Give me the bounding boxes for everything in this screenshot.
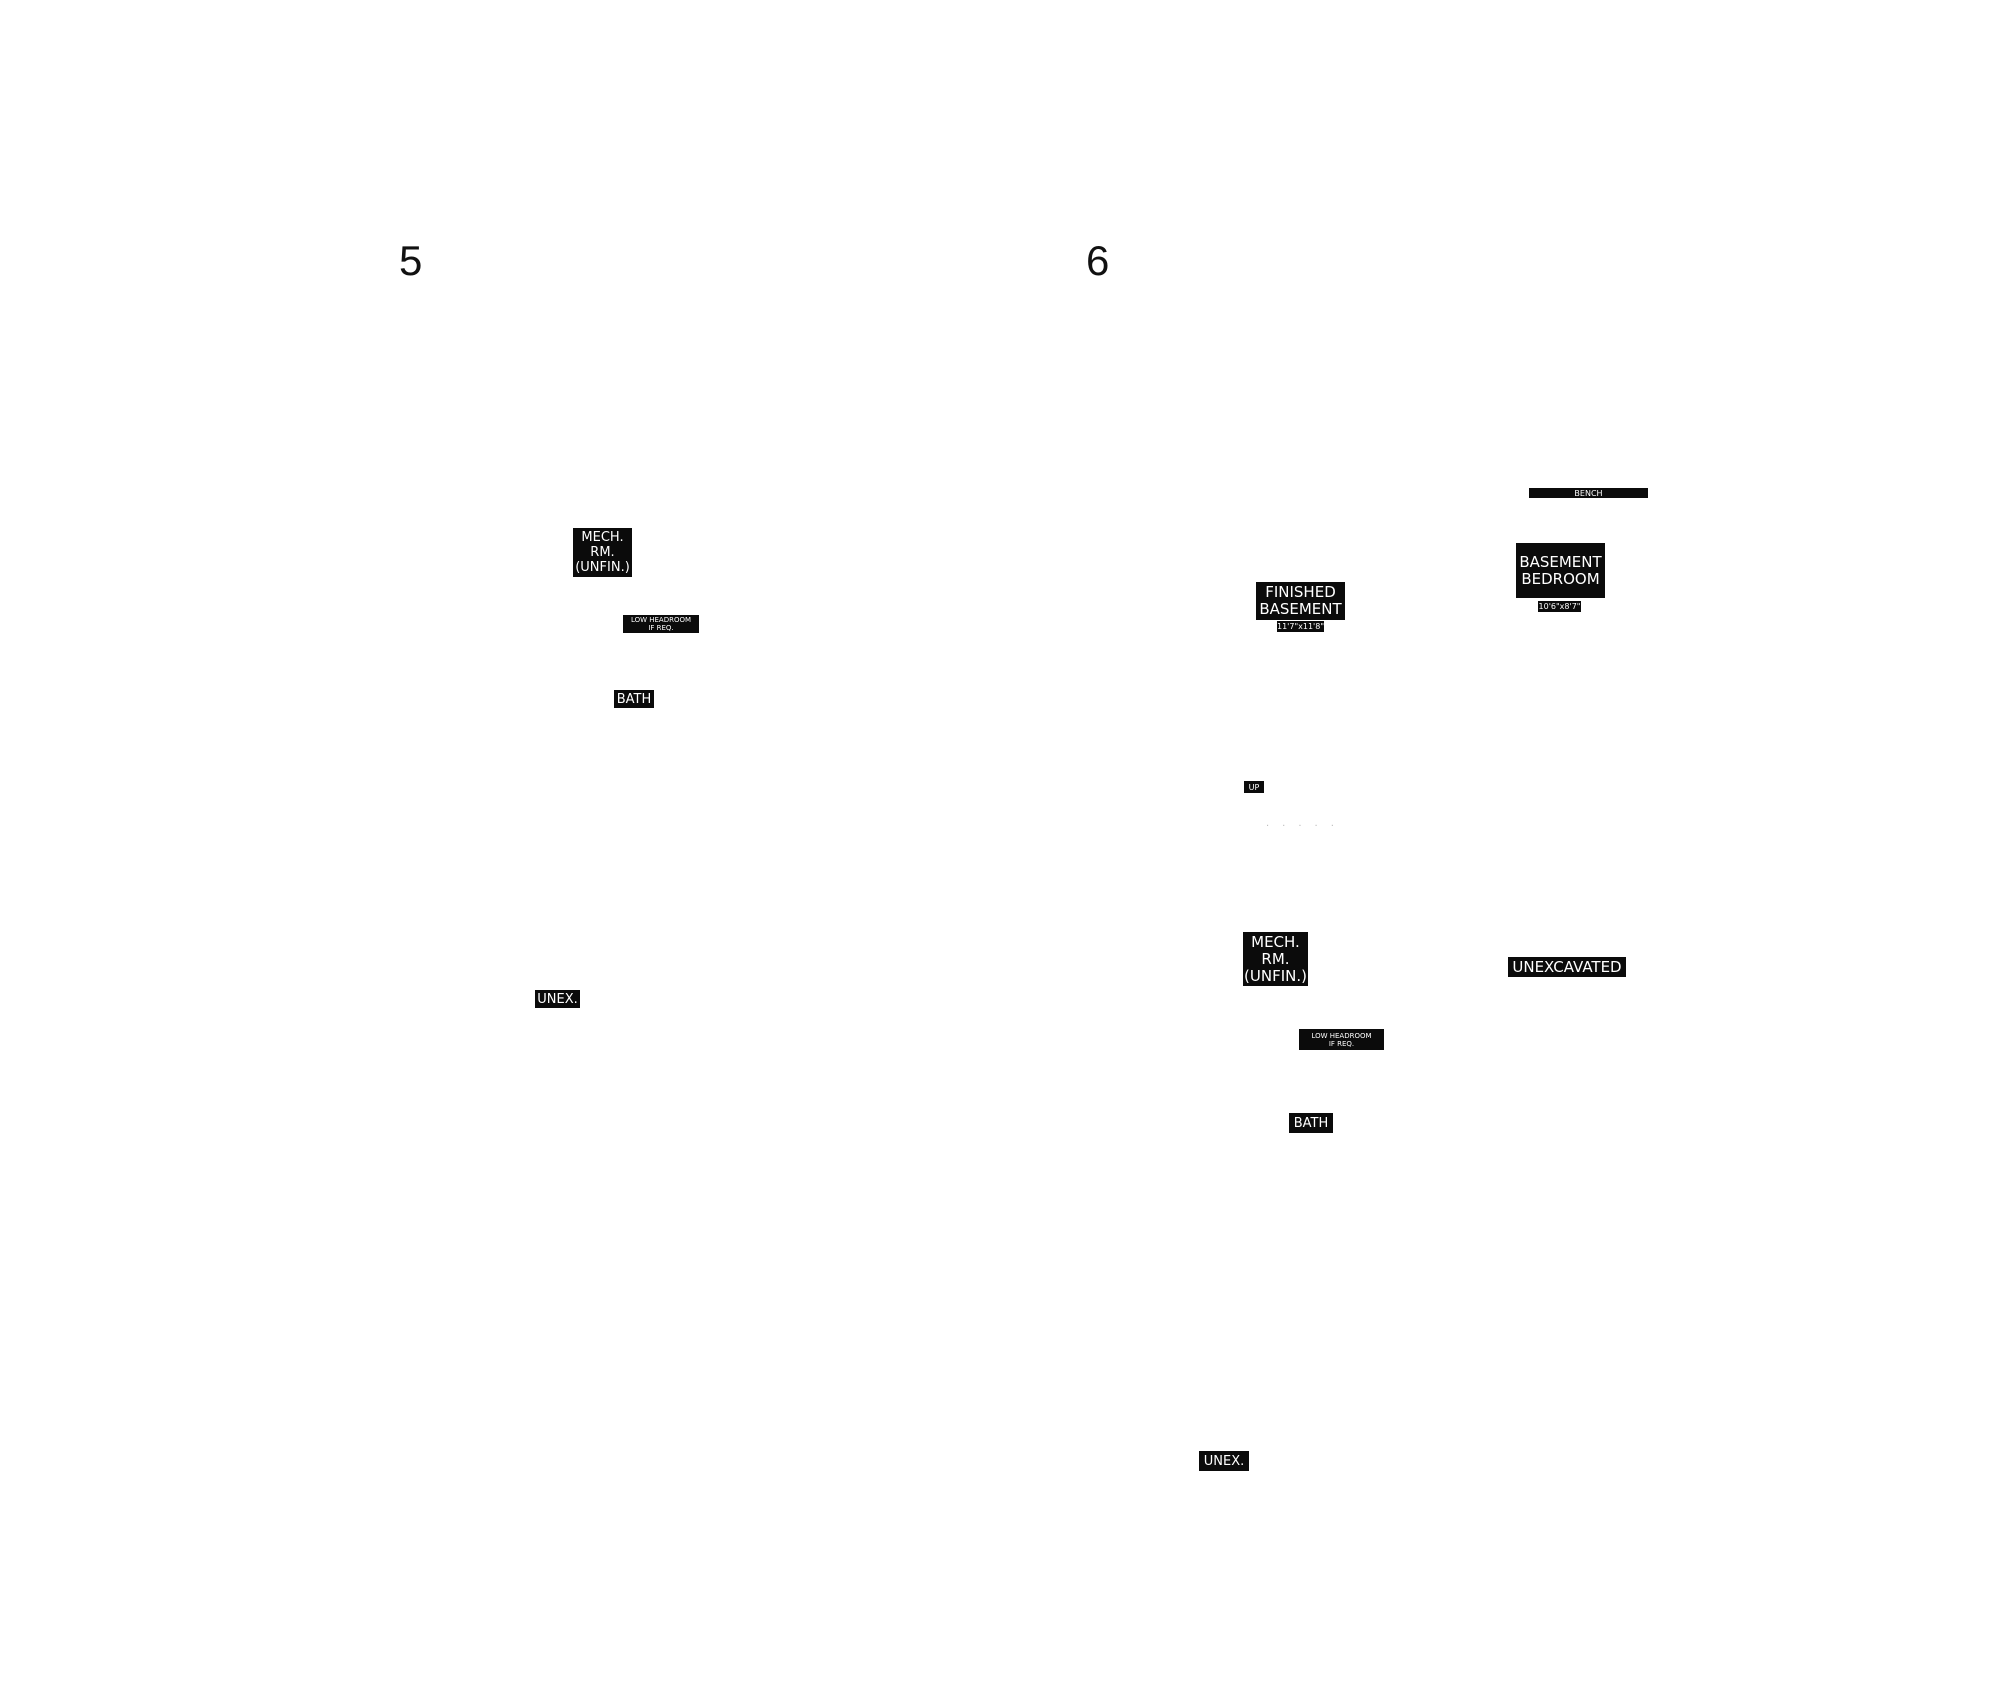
room-label-unexcavated: UNEXCAVATED bbox=[1508, 957, 1626, 977]
room-dimensions-basement-bedroom: 10'6"x8'7" bbox=[1538, 601, 1581, 612]
stair-dots: ····· bbox=[1266, 821, 1347, 832]
room-label-unex: UNEX. bbox=[1199, 1451, 1249, 1471]
room-label-low-headroom: LOW HEADROOM IF REQ. bbox=[623, 615, 699, 633]
room-label-mech-room: MECH. RM. (UNFIN.) bbox=[573, 528, 632, 577]
plan-number: 5 bbox=[399, 237, 423, 284]
floor-plan-6: 6 BENCH BASEMENT BEDROOM 10'6"x8'7" FINI… bbox=[1000, 0, 2000, 1706]
room-label-bath: BATH bbox=[614, 690, 654, 708]
room-label-basement-bedroom: BASEMENT BEDROOM bbox=[1516, 543, 1605, 598]
room-label-mech-room: MECH. RM. (UNFIN.) bbox=[1243, 932, 1308, 986]
plan-number: 6 bbox=[1086, 237, 1110, 284]
room-label-bath: BATH bbox=[1289, 1113, 1333, 1133]
room-label-unex: UNEX. bbox=[535, 990, 580, 1008]
room-label-bench: BENCH bbox=[1529, 488, 1648, 498]
room-label-finished-basement: FINISHED BASEMENT bbox=[1256, 582, 1345, 620]
room-dimensions-finished-basement: 11'7"x11'8" bbox=[1276, 621, 1325, 632]
stair-label-up: UP bbox=[1244, 781, 1264, 793]
floor-plan-5: 5 MECH. RM. (UNFIN.) LOW HEADROOM IF REQ… bbox=[399, 237, 699, 1008]
room-label-low-headroom: LOW HEADROOM IF REQ. bbox=[1299, 1029, 1384, 1050]
